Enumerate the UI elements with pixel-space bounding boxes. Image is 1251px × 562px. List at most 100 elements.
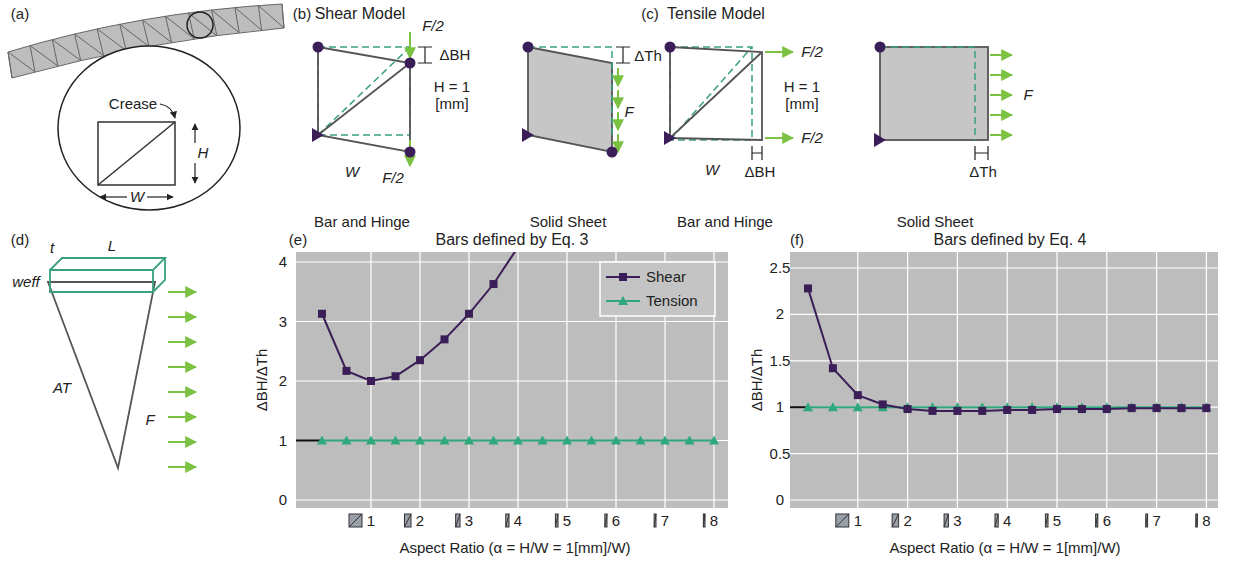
aspect-icon [1196,514,1198,527]
grid-line [1007,252,1008,508]
drawing-g [168,292,196,467]
panel-letter: (c) [641,6,659,23]
shear-marker [343,367,351,375]
shear-marker [392,372,400,380]
tick-label: 4 [1003,513,1011,530]
tick-label: 6 [612,513,620,530]
grid-line [419,252,420,508]
grid-line [790,360,1218,361]
aspect-icon [605,514,607,527]
aspect-icon [555,514,558,527]
tension-marker [1201,402,1211,411]
tick-label: 8 [1202,513,1210,530]
annotation: Solid Sheet [530,214,607,231]
drawing-path [418,47,432,63]
aspect-icon [506,514,509,527]
tension-marker [611,436,621,445]
aspect-icon [1146,514,1148,527]
aspect-icon [995,514,998,527]
annotation: W [130,189,144,206]
grid-line [790,314,1218,315]
annotation: F [1023,87,1032,104]
tick-label: 2 [776,306,784,323]
grid-line [790,453,1218,454]
dimension-arrow [100,104,195,197]
tension-marker [1152,402,1162,411]
tension-marker [342,436,352,445]
aspect-icon [836,514,849,527]
reference-line [296,440,322,442]
tick-label: 7 [661,513,669,530]
shear-marker [490,280,498,288]
annotation: F/2 [801,44,823,61]
panel-title: Shear Model [315,5,406,23]
tension-series [317,436,719,445]
band-line [235,8,239,33]
shear-series [804,284,1210,414]
grid-line [296,499,728,500]
tick-label: 2 [903,513,911,530]
annotation: W [345,164,359,181]
shear-marker [978,407,986,415]
panel-title: Bars defined by Eq. 4 [934,231,1087,249]
tick-label: 2.5 [770,260,791,277]
drawing-path [975,146,988,160]
annotation: F [145,412,154,429]
shear-marker [953,407,961,415]
tick-label: 7 [1152,513,1160,530]
drawing-line [990,94,1012,96]
annotation: F/2 [422,18,444,35]
drawing-line [990,134,1012,136]
tension-marker [709,436,719,445]
aspect-icon [405,514,412,527]
panel-cell [98,122,175,185]
aspect-icon [1096,514,1098,527]
shear-marker [879,400,887,408]
band-line [8,52,35,72]
shear-series [318,252,518,385]
shear-marker [854,391,862,399]
annotation: Aspect Ratio (α = H/W = 1[mm]/W) [889,540,1120,557]
band-line [30,46,35,72]
tension-marker [538,436,548,445]
drawing-line [168,416,196,418]
annotation: F [624,104,633,121]
tension-marker [587,436,597,445]
support-symbol [522,42,618,158]
annotation: ΔBH/ΔTh [254,349,271,412]
annotation: t [50,240,54,257]
annotation: ΔBH/ΔTh [749,349,766,412]
drawing-path [160,104,175,118]
aspect-icon [605,514,607,527]
drawing-path [664,131,676,145]
drawing-path [318,47,410,152]
annotation: W [705,162,719,179]
drawing-circle [875,42,886,53]
shear-marker [1078,405,1086,413]
shear-marker [367,377,375,385]
grid-line [296,321,728,322]
tick-label: 3 [953,513,961,530]
annotation: ΔBH [440,47,471,64]
annotation: ΔTh [634,48,662,65]
grid-line [957,252,958,508]
shear-marker [1178,404,1186,412]
aspect-icon [1196,514,1198,527]
aspect-icon [1045,514,1048,527]
series-line [322,252,518,381]
drawing-path [48,282,155,468]
panel-letter: (b) [293,6,311,23]
tick-label: 1 [854,513,862,530]
grid-line [517,252,518,508]
shear-marker [1128,404,1136,412]
drawing-line [765,137,793,139]
grid-line [468,252,469,508]
drawing-circle [607,147,618,158]
tick-label: 2 [279,373,287,390]
zoom-inset [58,46,240,210]
drawing-line [168,441,196,443]
aspect-icon [995,514,998,527]
drawing-line [168,291,196,293]
annotation: H = 1 [mm] [425,79,479,112]
